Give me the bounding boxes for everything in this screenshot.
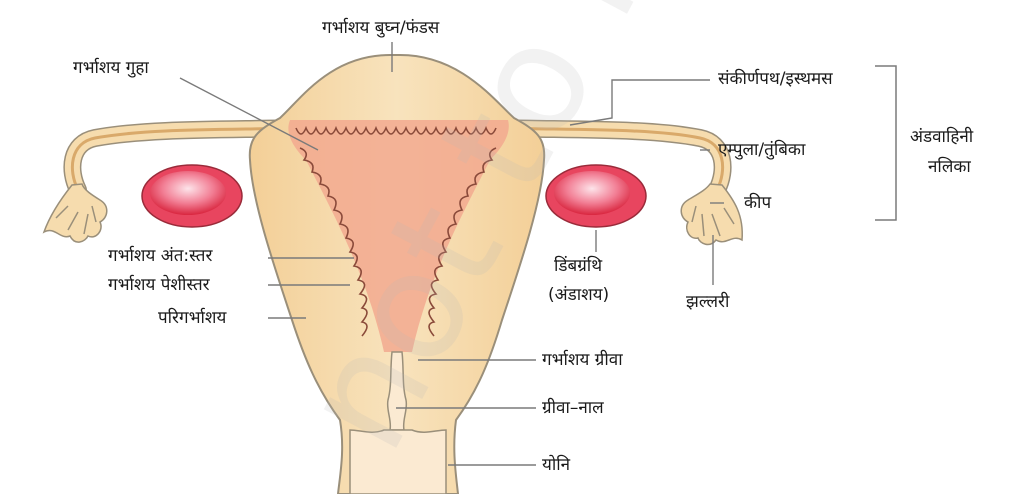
endometrium-layer xyxy=(288,120,509,352)
label-cervical-canal: ग्रीवा–नाल xyxy=(542,398,604,418)
label-myometrium: गर्भाशय पेशीस्तर xyxy=(108,275,210,295)
leader-lines xyxy=(179,42,724,466)
label-endometrium: गर्भाशय अंत:स्तर xyxy=(108,246,213,266)
ovary-left xyxy=(141,164,243,228)
label-ovary-2: (अंडाशय) xyxy=(548,285,610,305)
label-fallopian-tube-2: नलिका xyxy=(928,157,971,177)
endometrial-glands xyxy=(295,125,497,337)
label-perimetrium: परिगर्भाशय xyxy=(158,308,227,328)
label-cervix: गर्भाशय ग्रीवा xyxy=(542,350,623,370)
label-vagina: योनि xyxy=(542,455,571,475)
fallopian-tube-bracket xyxy=(875,65,897,221)
fimbriae-left xyxy=(42,183,108,243)
label-fallopian-tube: अंडवाहिनी xyxy=(910,127,974,147)
label-fimbriae: झल्लरी xyxy=(686,292,730,312)
fallopian-tube-right xyxy=(491,119,732,199)
label-infundibulum: कीप xyxy=(744,193,772,213)
ovary-right xyxy=(545,164,647,228)
label-fundus: गर्भाशय बुघ्न/फंडस xyxy=(322,18,440,38)
label-ampulla: एम्पुला/तुंबिका xyxy=(718,140,806,160)
label-uterine-cavity: गर्भाशय गुहा xyxy=(73,58,149,78)
fimbriae-right xyxy=(680,183,743,246)
label-isthmus: संकीर्णपथ/इस्थमस xyxy=(718,69,833,89)
label-ovary: डिंबग्रंथि xyxy=(554,256,603,276)
fallopian-tube-left xyxy=(63,119,309,199)
vaginal-canal xyxy=(349,429,447,494)
